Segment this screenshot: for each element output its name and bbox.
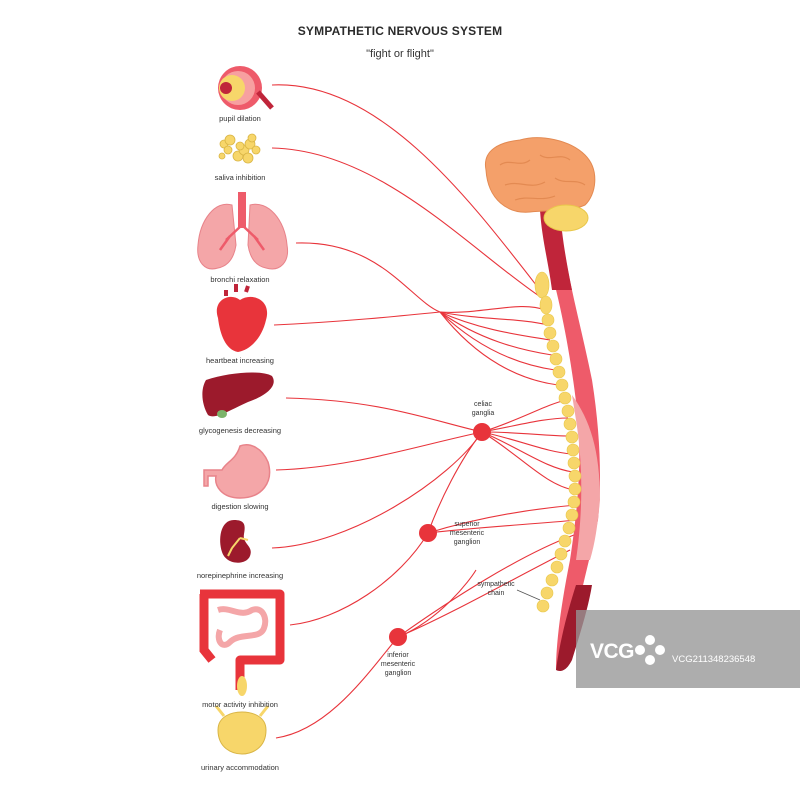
brain-icon — [484, 137, 596, 232]
organ-label-motor: motor activity inhibition — [202, 700, 278, 709]
inferior-mesenteric-ganglion-node — [389, 628, 407, 646]
organ-label-bronchi: bronchi relaxation — [210, 275, 270, 284]
organ-label-urinary: urinary accommodation — [201, 763, 279, 772]
celiac-ganglion-node — [473, 423, 491, 441]
organ-label-saliva: saliva inhibition — [214, 173, 266, 182]
eye-icon — [218, 66, 274, 110]
sympathetic-chain — [534, 271, 582, 613]
watermark-banner: VCG VCG211348236548 — [576, 610, 800, 688]
watermark-flower-icon — [635, 635, 665, 665]
salivary-gland-icon — [218, 133, 261, 164]
organ-label-digestion: digestion slowing — [211, 502, 269, 511]
bladder-icon — [214, 705, 270, 755]
celiac-ganglia-label: celiac ganglia — [471, 401, 495, 417]
liver-icon — [202, 372, 274, 418]
nerve-lines — [271, 84, 579, 739]
organ-label-glycogenesis: glycogenesis decreasing — [198, 426, 282, 435]
diagram-subtitle: "fight or flight" — [366, 48, 434, 60]
watermark-brand: VCG — [590, 640, 635, 663]
superior-mesenteric-ganglion-node — [419, 524, 437, 542]
spinal-cord — [540, 210, 600, 671]
kidney-icon — [220, 520, 251, 563]
lungs-icon — [197, 192, 289, 270]
inferior-mesenteric-label: inferior mesenteric ganglion — [380, 652, 416, 677]
organ-label-norepinephrine: norepinephrine increasing — [196, 571, 284, 580]
superior-mesenteric-label: superior mesenteric ganglion — [449, 521, 485, 546]
intestines-icon — [199, 589, 285, 696]
sympathetic-chain-label: sympathetic chain — [477, 581, 515, 597]
diagram-title: SYMPATHETIC NERVOUS SYSTEM — [297, 24, 503, 38]
organ-label-pupil: pupil dilation — [219, 114, 261, 123]
heart-icon — [216, 284, 268, 352]
stomach-icon — [203, 444, 271, 499]
chain-pointer-line — [516, 589, 541, 601]
organ-label-heartbeat: heartbeat increasing — [206, 356, 274, 365]
watermark-code: VCG211348236548 — [672, 654, 756, 665]
